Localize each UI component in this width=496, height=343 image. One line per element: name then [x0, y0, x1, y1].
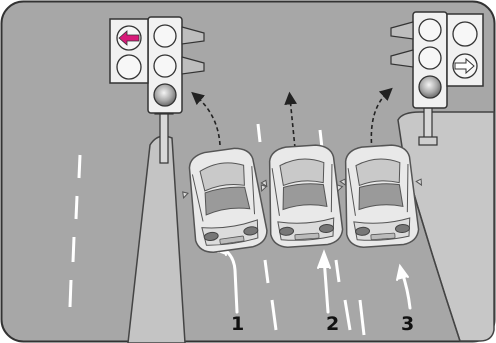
lane-label-2: 2 [326, 313, 339, 335]
right-signal-lit-lamp [419, 76, 441, 98]
lane-label-3: 3 [401, 313, 414, 335]
left-signal-lit-lamp [154, 84, 176, 106]
lane-label-1: 1 [231, 313, 244, 335]
